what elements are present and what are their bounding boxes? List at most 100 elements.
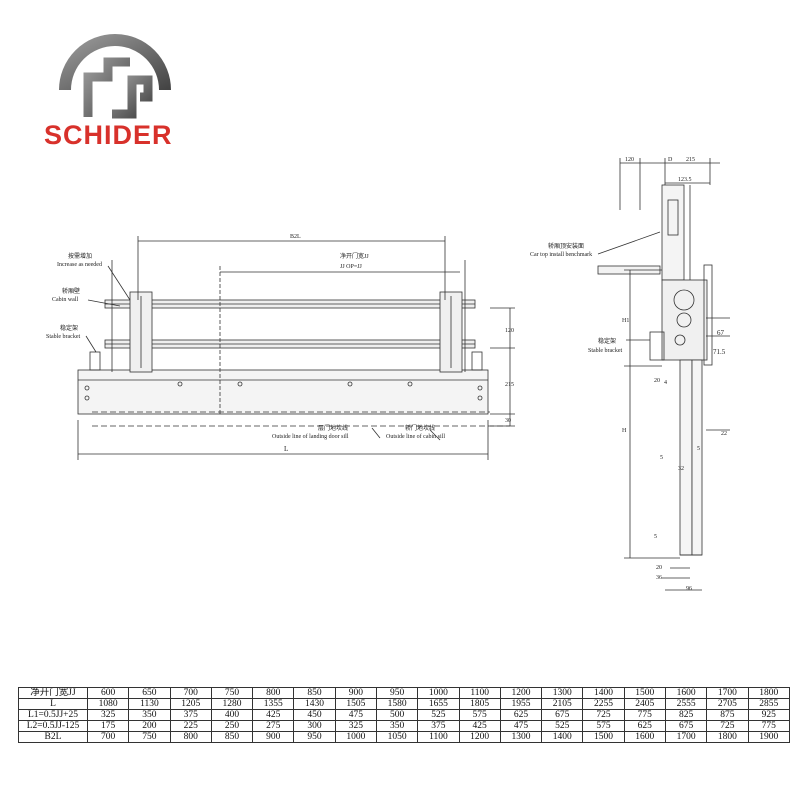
table-cell: 825 xyxy=(664,709,708,721)
table-cell: 1400 xyxy=(541,731,584,743)
table-cell: 775 xyxy=(747,720,790,732)
table-cell: 375 xyxy=(169,709,212,721)
table-cell: 675 xyxy=(664,720,708,732)
brand-name: SCHIDER xyxy=(44,120,173,150)
table-cell: 1300 xyxy=(541,687,584,699)
dim-5-b: 5 xyxy=(697,446,700,452)
car-top-cn: 轿厢顶安装面 xyxy=(548,242,584,250)
table-cell: 2705 xyxy=(706,698,749,710)
table-cell: 1700 xyxy=(706,687,749,699)
dim-5-c: 5 xyxy=(654,534,657,540)
table-cell: 1505 xyxy=(334,698,377,710)
table-cell: 2105 xyxy=(541,698,584,710)
table-cell: 800 xyxy=(169,731,212,743)
row-header: 净开门宽JJ xyxy=(18,687,88,699)
table-cell: 1400 xyxy=(582,687,625,699)
dim-20-bottom: 20 xyxy=(656,565,662,571)
table-cell: 2855 xyxy=(747,698,790,710)
table-cell: 1900 xyxy=(747,731,790,743)
table-cell: 625 xyxy=(623,720,666,732)
table-cell: 600 xyxy=(86,687,130,699)
table-cell: 575 xyxy=(582,720,625,732)
table-cell: 1500 xyxy=(623,687,666,699)
table-cell: 225 xyxy=(169,720,212,732)
table-cell: 525 xyxy=(417,709,460,721)
dim-123-5: 123.5 xyxy=(678,177,692,183)
dim-30-front: 30 xyxy=(505,418,511,424)
table-cell: 925 xyxy=(747,709,790,721)
dim-215-side: 215 xyxy=(686,157,695,163)
table-cell: 1000 xyxy=(417,687,460,699)
table-cell: 1700 xyxy=(664,731,708,743)
table-cell: 775 xyxy=(623,709,666,721)
table-cell: 275 xyxy=(252,720,295,732)
dim-71-5: 71.5 xyxy=(713,348,726,356)
stable-bracket-en: Stable bracket xyxy=(46,334,80,340)
table-cell: 950 xyxy=(293,731,336,743)
stable-bracket-side-en: Stable bracket xyxy=(588,348,622,354)
dim-32: 32 xyxy=(678,466,684,472)
table-cell: 1800 xyxy=(706,731,749,743)
dim-20: 20 xyxy=(654,378,660,384)
table-cell: 1430 xyxy=(293,698,336,710)
cabin-sill-en: Outside line of cabin sill xyxy=(386,433,445,440)
table-cell: 900 xyxy=(334,687,377,699)
table-cell: 425 xyxy=(458,720,501,732)
table-cell: 2255 xyxy=(582,698,625,710)
table-cell: 1205 xyxy=(169,698,212,710)
dim-96: 96 xyxy=(686,586,692,592)
table-cell: 400 xyxy=(210,709,254,721)
table-cell: 900 xyxy=(252,731,295,743)
table-cell: 300 xyxy=(293,720,336,732)
side-view xyxy=(597,158,730,591)
table-cell: 625 xyxy=(499,709,543,721)
table-cell: 325 xyxy=(334,720,377,732)
increase-en: Increase as needed xyxy=(57,262,102,268)
increase-cn: 按需增加 xyxy=(68,252,92,260)
door-operator-drawing: B2L 净开门宽JJ JJ OP=JJ 按需增加 Increase as nee… xyxy=(46,157,730,592)
cabin-sill-cn: 轿门地坎线 xyxy=(405,424,435,432)
table-cell: 425 xyxy=(252,709,295,721)
table-cell: 1355 xyxy=(252,698,295,710)
table-cell: 675 xyxy=(541,709,584,721)
table-cell: 1955 xyxy=(499,698,543,710)
car-top-en: Car top install benchmark xyxy=(530,252,592,258)
table-cell: 1580 xyxy=(375,698,419,710)
dim-4: 4 xyxy=(664,380,667,386)
dim-215-front: 215 xyxy=(505,382,514,388)
table-cell: 575 xyxy=(458,709,501,721)
dim-120-side: 120 xyxy=(625,157,634,163)
dim-5-a: 5 xyxy=(660,455,663,461)
table-cell: 1080 xyxy=(86,698,130,710)
table-cell: 1600 xyxy=(664,687,708,699)
front-view xyxy=(77,236,515,460)
row-header: B2L xyxy=(18,731,88,743)
landing-sill-en: Outside line of landing door sill xyxy=(272,433,349,440)
cabin-wall-en: Cabin wall xyxy=(52,297,78,303)
table-cell: 850 xyxy=(293,687,336,699)
dim-h: H xyxy=(622,428,627,434)
row-header: L1=0.5JJ+25 xyxy=(18,709,88,721)
table-cell: 1050 xyxy=(375,731,419,743)
table-cell: 1200 xyxy=(499,687,543,699)
door-width-cn: 净开门宽JJ xyxy=(340,252,369,260)
table-cell: 750 xyxy=(210,687,254,699)
dim-h1: H1 xyxy=(622,318,629,324)
table-cell: 350 xyxy=(375,720,419,732)
table-cell: 525 xyxy=(541,720,584,732)
landing-sill-cn: 层门地坎线 xyxy=(318,424,348,432)
table-cell: 850 xyxy=(210,731,254,743)
table-cell: 800 xyxy=(252,687,295,699)
table-cell: 1000 xyxy=(334,731,377,743)
table-cell: 750 xyxy=(128,731,171,743)
table-cell: 1300 xyxy=(499,731,543,743)
dim-120-front: 120 xyxy=(505,328,514,334)
dim-36: 36 xyxy=(656,575,662,581)
cabin-wall-cn: 轿厢壁 xyxy=(62,287,80,295)
